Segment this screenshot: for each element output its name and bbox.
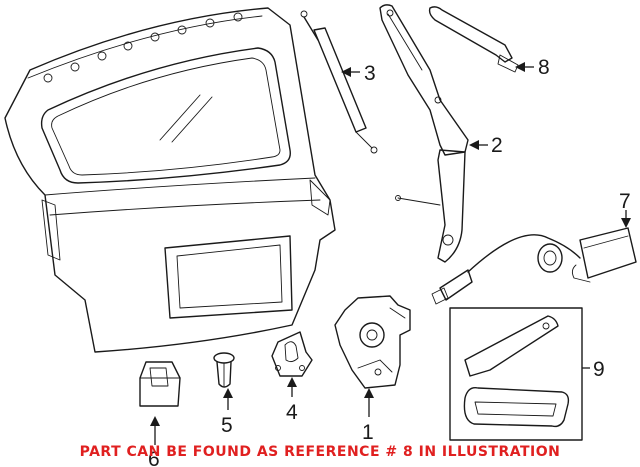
callout-4: 4 bbox=[286, 401, 298, 424]
switch-block-part bbox=[139, 361, 181, 407]
callout-5: 5 bbox=[221, 414, 233, 437]
hinge-part bbox=[379, 4, 469, 263]
callout-8: 8 bbox=[538, 56, 550, 79]
callout-3: 3 bbox=[364, 62, 376, 85]
switch-part bbox=[431, 227, 637, 305]
handle-kit-part bbox=[449, 307, 583, 441]
latch-part bbox=[334, 295, 411, 389]
part-reference-notice: PART CAN BE FOUND AS REFERENCE # 8 IN IL… bbox=[79, 444, 561, 460]
callout-numbers: 1 2 3 4 5 6 7 8 9 bbox=[148, 56, 631, 467]
callout-7: 7 bbox=[619, 190, 631, 213]
push-pin-part bbox=[213, 352, 235, 388]
liftgate-panel bbox=[4, 7, 336, 353]
callout-9: 9 bbox=[593, 358, 605, 381]
striker-part bbox=[271, 331, 313, 377]
callout-2: 2 bbox=[491, 134, 503, 157]
callout-6: 6 bbox=[148, 448, 160, 467]
gas-strut-part bbox=[300, 10, 378, 154]
link-part bbox=[428, 6, 519, 73]
callout-leaders bbox=[150, 62, 631, 445]
callout-1: 1 bbox=[362, 421, 374, 444]
